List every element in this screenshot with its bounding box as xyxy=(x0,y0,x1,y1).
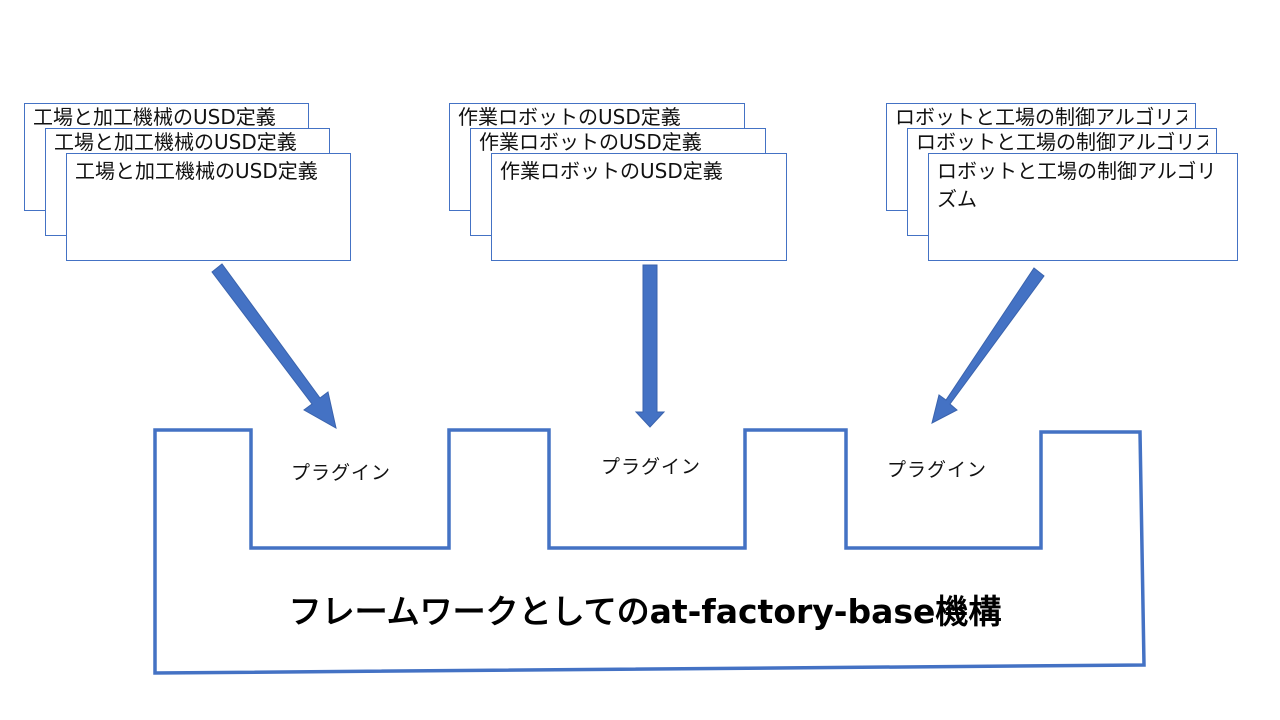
card-text: 工場と加工機械のUSD定義 xyxy=(75,159,318,183)
framework-outline xyxy=(153,428,1146,675)
card-text: ロボットと工場の制御アルゴリズム xyxy=(916,130,1208,154)
card-text: 作業ロボットのUSD定義 xyxy=(458,105,681,129)
card-text: ロボットと工場の制御アルゴリズム xyxy=(937,159,1217,211)
card-text: 工場と加工機械のUSD定義 xyxy=(33,105,276,129)
plugin-slot-1-label: プラグイン xyxy=(291,462,392,484)
framework-title: フレームワークとしてのat-factory-base機構 xyxy=(288,592,1002,631)
usd-card-robot-front: 作業ロボットのUSD定義 xyxy=(491,153,787,261)
usd-card-factory-front: 工場と加工機械のUSD定義 xyxy=(66,153,351,261)
arrow-robot-to-plugin xyxy=(634,264,666,428)
card-text: 作業ロボットのUSD定義 xyxy=(500,159,723,183)
plugin-slot-3-label: プラグイン xyxy=(887,459,988,481)
card-text: 工場と加工機械のUSD定義 xyxy=(54,130,297,154)
algorithm-card-front: ロボットと工場の制御アルゴリズム xyxy=(928,153,1238,261)
card-text: ロボットと工場の制御アルゴリズム xyxy=(895,105,1187,129)
plugin-slot-2-label: プラグイン xyxy=(601,456,702,478)
arrow-factory-to-plugin xyxy=(211,263,337,429)
arrow-algorithm-to-plugin xyxy=(931,267,1045,424)
card-text: 作業ロボットのUSD定義 xyxy=(479,130,702,154)
